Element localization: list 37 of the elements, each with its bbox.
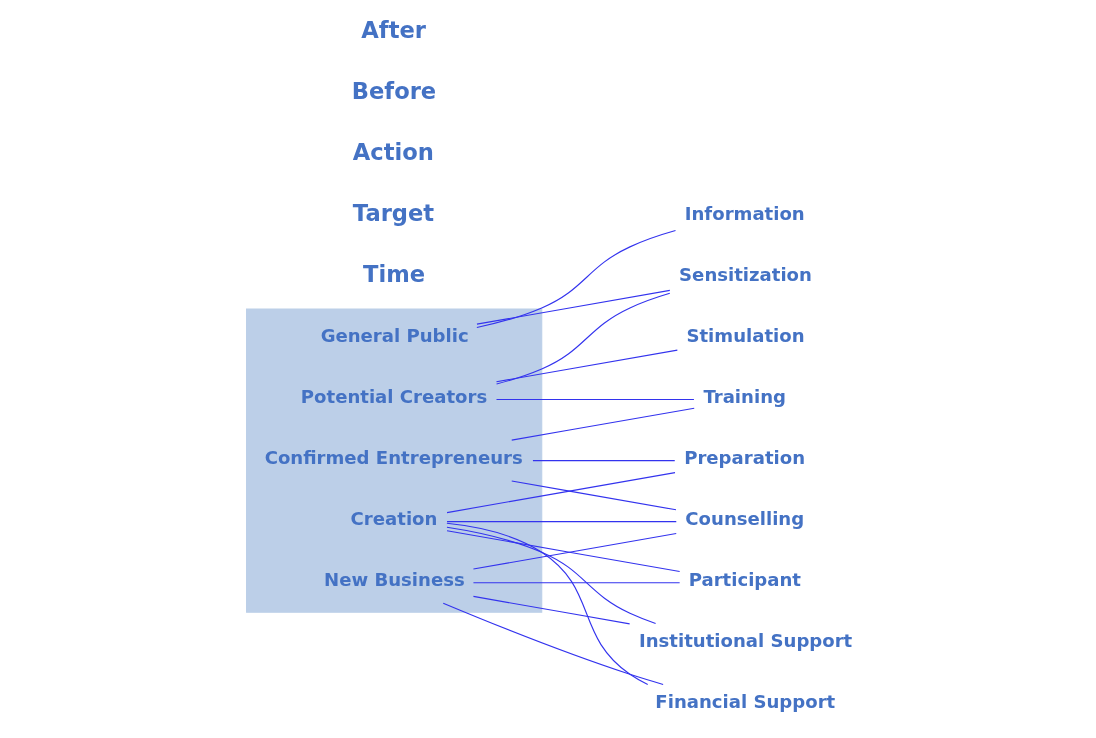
connector [495,398,694,401]
connector [445,530,680,573]
node-text: Participant [688,568,801,590]
node-text: Financial Support [654,691,835,713]
node-text: New Business [323,568,465,590]
node-text: Sensitization [678,263,812,285]
connector [475,229,676,328]
label: Action [352,138,434,165]
node-text: Preparation [683,446,805,468]
connector [442,602,664,685]
label: After [360,16,426,43]
node-text: Stimulation [685,324,805,346]
node-text: Institutional Support [638,629,852,651]
connector [472,532,677,570]
cluster [245,308,542,613]
node-text: Training [702,385,786,407]
node-text: General Public [320,324,469,346]
label: Before [351,77,436,104]
connector [445,526,656,624]
node-text: Confirmed Entrepreneurs [264,446,523,468]
label: Target [352,199,434,226]
label: Time [362,260,425,287]
node-text: Creation [350,507,437,529]
connector [472,582,680,584]
connector [510,407,695,441]
connector [495,292,670,385]
connector [472,595,630,625]
node-text: Counselling [684,507,804,529]
connector [445,472,676,514]
node-text: Information [684,202,805,224]
connector [445,522,648,685]
connector [531,460,675,462]
connector [475,289,670,325]
connector [495,349,678,383]
connector [445,521,677,523]
connector [510,480,677,511]
node-text: Potential Creators [300,385,487,407]
